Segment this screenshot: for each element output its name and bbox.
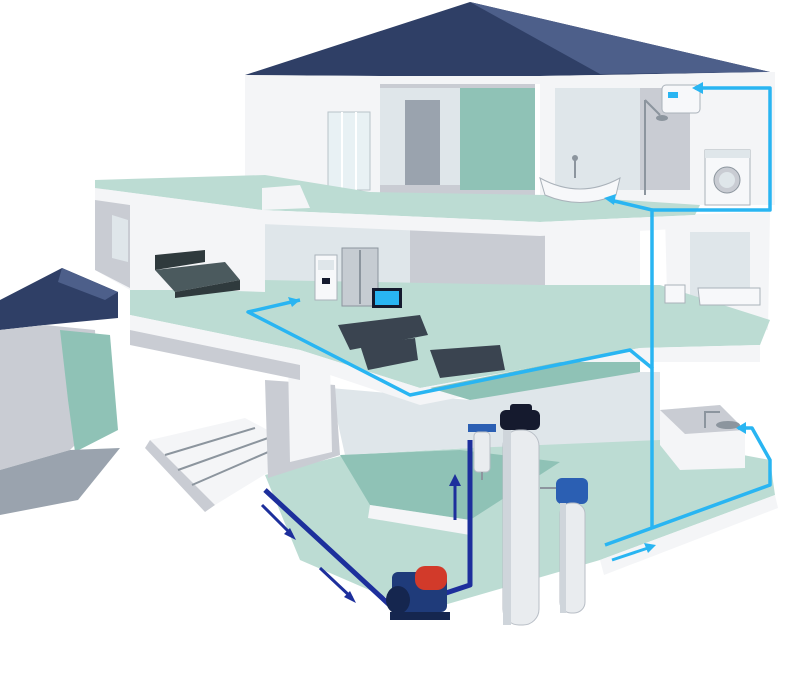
flow-arrow-icon (260, 82, 746, 603)
treated-water-lines (246, 86, 772, 547)
bathtub-icon (539, 155, 621, 203)
washing-machine-icon (704, 149, 751, 206)
water-dispenser-icon (314, 254, 338, 301)
top-terrace (95, 175, 700, 222)
shower-icon (644, 99, 668, 195)
pre-filter-icon (468, 424, 496, 480)
front-windows (327, 111, 371, 191)
ground-structures (0, 268, 305, 515)
driveway-ramp (0, 448, 120, 515)
bed-icon (155, 250, 240, 298)
sofa-icon (338, 315, 505, 378)
kitchen-faucet-icon (704, 411, 740, 429)
entry-stairs (150, 418, 305, 505)
middle-floor-slab (130, 280, 770, 388)
middle-floor (95, 185, 770, 405)
water-heater-icon (661, 84, 701, 114)
sink-icon (664, 284, 686, 304)
garage-roof (0, 268, 118, 330)
booster-pump-icon (386, 566, 450, 620)
bathtub-mid (697, 287, 761, 306)
cartridge-filter-icon (540, 478, 588, 614)
basement-back-wall (330, 372, 660, 455)
main-roof (245, 2, 770, 84)
television-icon (372, 288, 402, 308)
water-softener-tank-icon (500, 404, 540, 626)
